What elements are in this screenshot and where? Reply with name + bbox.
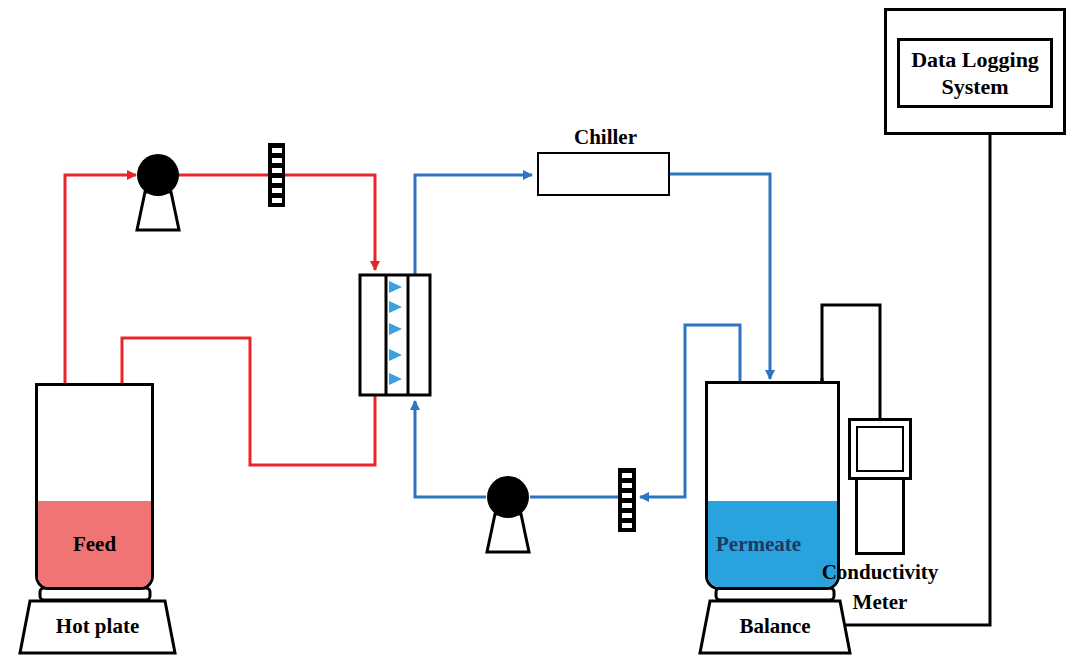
node-label: Feed (73, 532, 116, 557)
vapor-arrow (389, 323, 402, 335)
chiller-box: Chiller (537, 152, 670, 196)
hot-plate: Hot plate (18, 599, 177, 655)
connector-line (846, 135, 990, 625)
feed-tank: Feed (35, 383, 154, 590)
base-shape (20, 601, 175, 653)
vapor-arrow (389, 373, 402, 385)
flowmeter-mark (272, 168, 282, 173)
connector-line (670, 174, 770, 379)
vapor-arrow (389, 349, 402, 361)
node-label: Balance (739, 614, 810, 639)
flowmeter-mark (622, 523, 632, 528)
flowmeter-mark (622, 493, 632, 498)
vapor-arrow (389, 281, 402, 293)
node-label: Permeate (716, 532, 801, 557)
flowmeter-mark (272, 188, 282, 193)
flowmeter-mark (622, 503, 632, 508)
base-shape (700, 601, 850, 653)
flowmeter-mark (272, 178, 282, 183)
permeate-loop (415, 175, 740, 505)
node-label: Data Logging System (904, 46, 1046, 101)
node-label: Hot plate (56, 614, 139, 639)
conductivity-meter: Conductivity Meter (848, 418, 912, 555)
flowmeter-mark (272, 158, 282, 163)
flowmeter-mark (622, 513, 632, 518)
meter-screen (856, 426, 904, 472)
flowmeter-mark (272, 198, 282, 203)
logger-box: Data Logging System (884, 8, 1066, 135)
logger-inner-frame: Data Logging System (897, 38, 1053, 108)
flowmeter-mark (622, 483, 632, 488)
flowmeter-mark (272, 148, 282, 153)
flowmeter-symbol (268, 143, 636, 532)
membrane-module (360, 275, 430, 395)
flowmeter-mark (622, 473, 632, 478)
meter-display (848, 418, 912, 480)
pump-symbol (137, 154, 529, 552)
meter-body (855, 480, 905, 555)
vapor-arrow (389, 301, 402, 313)
node-label: Chiller (519, 125, 692, 150)
balance-base: Balance (698, 599, 852, 655)
permeate-tank: Permeate (705, 381, 840, 590)
